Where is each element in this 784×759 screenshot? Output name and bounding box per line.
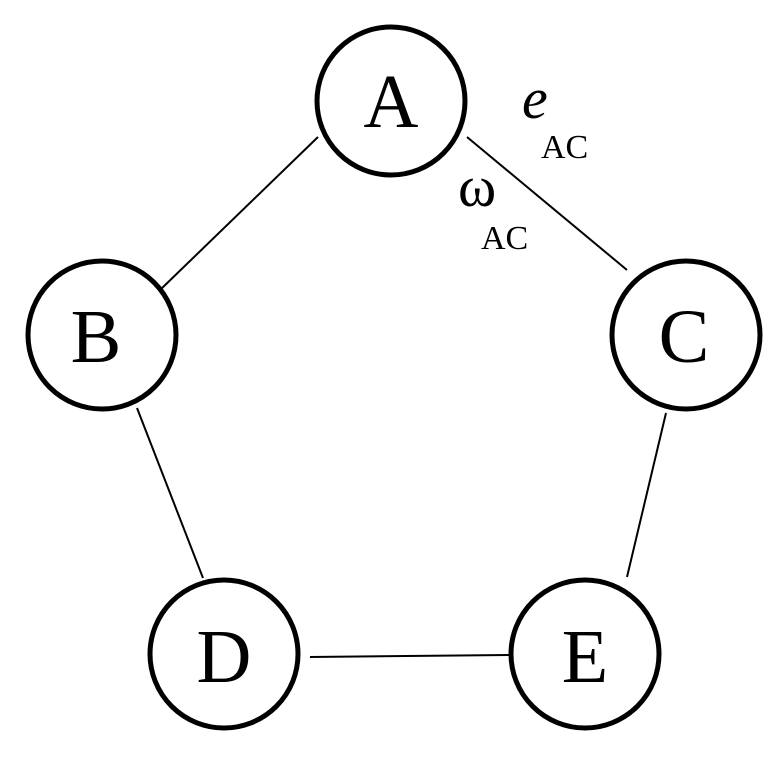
node-a: A — [314, 24, 468, 178]
node-c-circle — [609, 258, 763, 412]
edge-d-e — [309, 654, 511, 658]
node-a-circle — [314, 24, 468, 178]
node-b-label: B — [71, 295, 122, 379]
edge-label-e-ac: e AC — [522, 66, 588, 166]
node-e-label: E — [562, 615, 608, 699]
edge-label-e-ac-symbol: e — [522, 66, 548, 131]
node-c: C — [609, 258, 763, 412]
node-d-label: D — [197, 615, 252, 699]
edge-a-c — [466, 136, 628, 271]
node-b: B — [25, 258, 179, 412]
node-e-circle — [508, 577, 662, 731]
node-c-label: C — [659, 295, 710, 379]
node-d-circle — [147, 577, 301, 731]
edge-label-omega-ac-symbol: ω — [458, 154, 496, 219]
edge-a-b — [159, 136, 319, 291]
edge-label-omega-ac: ω AC — [458, 154, 528, 257]
node-e: E — [508, 577, 662, 731]
edges-group — [136, 136, 667, 658]
edge-label-e-ac-subscript: AC — [541, 129, 588, 166]
node-d: D — [147, 577, 301, 731]
edge-b-d — [136, 407, 204, 579]
edge-c-e — [626, 412, 667, 578]
edge-label-omega-ac-subscript: AC — [481, 220, 528, 257]
node-b-circle — [25, 258, 179, 412]
node-a-label: A — [364, 60, 419, 144]
